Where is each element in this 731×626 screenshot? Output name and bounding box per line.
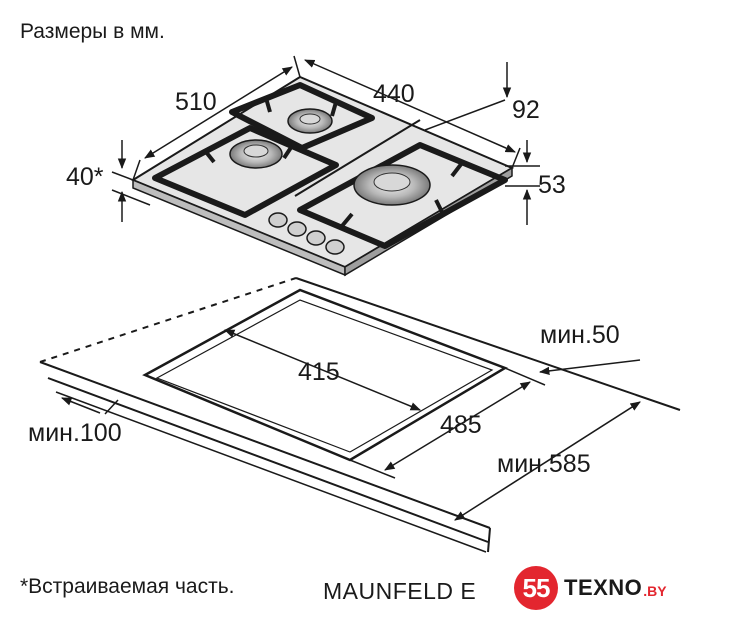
- logo-tld: .BY: [643, 583, 667, 599]
- dim-92-label: 92: [512, 96, 540, 124]
- cutout-dimensions: [61, 329, 641, 521]
- dim-min585-label: мин.585: [497, 450, 591, 478]
- control-knobs: [268, 212, 345, 255]
- dim-510-label: 510: [175, 88, 217, 116]
- dim-min50-label: мин.50: [540, 321, 620, 349]
- logo-word: TEXNO: [564, 575, 643, 600]
- dim-440-label: 440: [373, 80, 415, 108]
- model-name: MAUNFELD EG: [323, 578, 475, 604]
- hob-dimensions: [111, 55, 540, 225]
- texno-logo: 55 TEXNO .BY: [514, 566, 667, 610]
- dim-485-label: 485: [440, 411, 482, 439]
- dim-415-label: 415: [298, 358, 340, 386]
- dim-40-label: 40*: [66, 163, 104, 191]
- dim-min100-label: мин.100: [28, 419, 122, 447]
- countertop-illustration: [39, 277, 681, 553]
- logo-badge: 55: [514, 566, 558, 610]
- dim-53-label: 53: [538, 171, 566, 199]
- footnote: *Встраиваемая часть.: [20, 575, 235, 598]
- page-title: Размеры в мм.: [20, 20, 165, 43]
